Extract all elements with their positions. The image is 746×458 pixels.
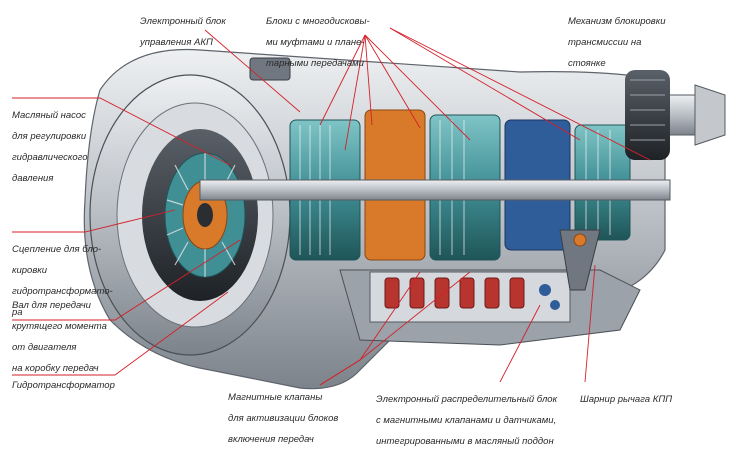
label-input-shaft: Вал для передачи крутящего момента от дв… <box>12 299 107 374</box>
label-parking-lock: Механизм блокировки трансмиссии на стоян… <box>568 15 666 69</box>
label-tcu: Электронный блок управления АКП <box>140 15 226 48</box>
shift-lever <box>559 229 601 291</box>
transmission-illustration <box>12 27 726 390</box>
label-lockup-clutch: Сцепление для бло- кировки гидротрансфор… <box>12 243 113 318</box>
label-clutch-packs: Блоки с многодисковы- ми муфтами и плане… <box>266 15 370 69</box>
leader-lines <box>12 27 651 386</box>
label-solenoid-valves: Магнитные клапаны для активизации блоков… <box>228 391 339 445</box>
label-torque-converter: Гидротрансформатор <box>12 379 115 391</box>
input-shaft <box>199 179 671 201</box>
label-oil-pump: Масляный насос для регулировки гидравлич… <box>12 109 88 184</box>
label-shift-lever-joint: Шарнир рычага КПП <box>580 393 673 405</box>
label-valve-body: Электронный распределительный блок с маг… <box>376 393 558 447</box>
